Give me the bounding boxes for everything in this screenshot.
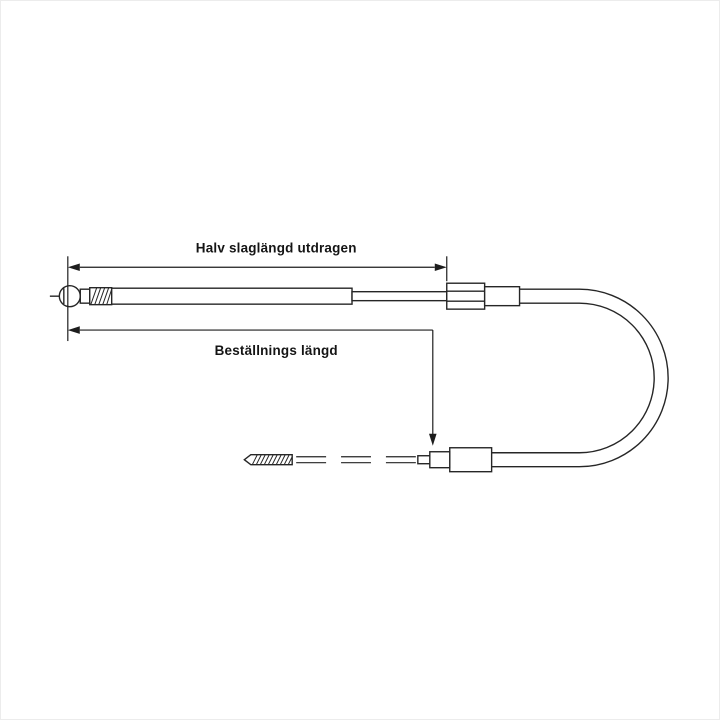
thread-hatch-line: [251, 454, 258, 465]
outer-tube: [110, 287, 353, 305]
arrowhead-left-icon: [67, 326, 80, 334]
dimension-half-stroke: Halv slaglängd utdragen: [67, 240, 448, 342]
thread-hatch-line: [283, 454, 290, 465]
lower-stub: [429, 451, 451, 469]
order-length-label: Beställnings längd: [215, 343, 338, 358]
housing-end-cylinder: [483, 286, 521, 307]
dimension-order-length: Beställnings längd: [67, 326, 437, 446]
thread-hatch-line: [271, 454, 278, 465]
thread-hatch-line: [267, 454, 274, 465]
thread-hatch-line: [263, 454, 270, 465]
cable-assembly: [49, 282, 669, 473]
thread-hatch-line: [275, 454, 282, 465]
thread-hatch-line: [259, 454, 266, 465]
cable-housing: [491, 288, 669, 468]
thread-hatch-line: [279, 454, 286, 465]
rib-hatch-line: [90, 287, 98, 305]
lower-end-fitting: [417, 447, 493, 473]
half-stroke-label: Halv slaglängd utdragen: [196, 240, 357, 255]
eye-ring: [58, 285, 81, 308]
arrowhead-right-icon: [434, 263, 447, 272]
hex-nut-body: [446, 282, 486, 310]
lower-ferrule: [449, 447, 493, 473]
thread-hatch-line: [287, 456, 293, 465]
arrowhead-down-icon: [429, 433, 437, 446]
cable-eye-end-fitting: [49, 285, 81, 308]
rib-hatch-line: [102, 287, 110, 305]
ribbed-section-body: [89, 287, 113, 306]
ribbed-section: [89, 287, 113, 306]
threaded-stud: [243, 454, 293, 466]
rib-hatch-line: [106, 289, 113, 305]
inner-rod: [351, 290, 448, 302]
lower-tip: [417, 455, 431, 465]
arrowhead-left-icon: [67, 263, 80, 272]
thread-hatch-line: [255, 454, 262, 465]
hex-nut: [446, 282, 486, 310]
rib-hatch-line: [98, 287, 106, 305]
extension-wire-dashed: [296, 456, 418, 464]
rib-hatch-line: [94, 287, 102, 305]
eye-collar: [79, 288, 91, 304]
